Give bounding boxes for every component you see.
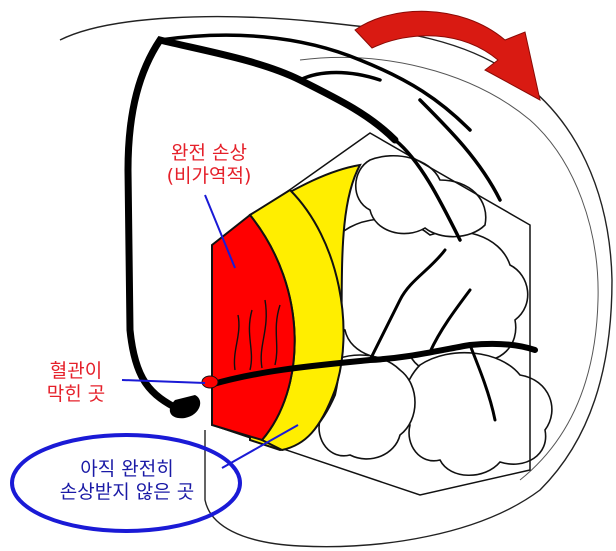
blocked-vessel-line1: 혈관이 [30,360,122,383]
complete-damage-label: 완전 손상 (비가역적) [150,142,268,188]
not-yet-damaged-line2: 손상받지 않은 곳 [32,481,222,504]
pointer-blocked-vessel [122,380,205,383]
complete-damage-line2: (비가역적) [150,165,268,188]
blocked-vessel-label: 혈관이 막힌 곳 [30,360,122,406]
not-yet-damaged-line1: 아직 완전히 [32,458,222,481]
blocked-vessel-line2: 막힌 곳 [30,383,122,406]
not-yet-damaged-label: 아직 완전히 손상받지 않은 곳 [32,458,222,504]
complete-damage-line1: 완전 손상 [150,142,268,165]
rotation-arrow [355,11,540,100]
vessel-end [170,395,200,418]
